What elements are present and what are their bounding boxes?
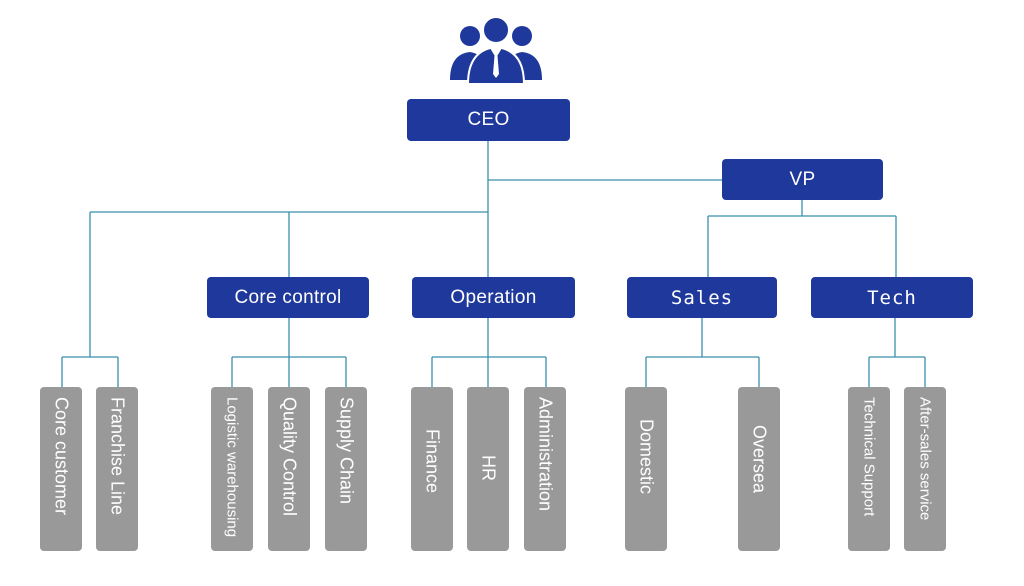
leaf-label: Core customer	[51, 397, 72, 516]
tech-label: Tech	[867, 286, 917, 309]
vp-label: VP	[789, 168, 816, 190]
leaf-domestic: Domestic	[625, 387, 667, 551]
leaf-finance: Finance	[411, 387, 453, 551]
leaf-label: Oversea	[749, 425, 770, 494]
leaf-label: Franchise Line	[107, 397, 128, 516]
leaf-label: Quality Control	[279, 397, 300, 517]
sales-node: Sales	[627, 277, 777, 318]
vp-node: VP	[722, 159, 883, 200]
leaf-label: Technical Support	[860, 397, 878, 517]
operation-node: Operation	[412, 277, 575, 318]
leaf-franchise-line: Franchise Line	[96, 387, 138, 551]
leaf-administration: Administration	[524, 387, 566, 551]
leaf-after-sales-service: After-sales service	[904, 387, 946, 551]
leaf-technical-support: Technical Support	[848, 387, 890, 551]
leaf-oversea: Oversea	[738, 387, 780, 551]
leaf-quality-control: Quality Control	[268, 387, 310, 551]
operation-label: Operation	[450, 286, 537, 308]
team-people-icon	[450, 16, 542, 85]
leaf-hr: HR	[467, 387, 509, 551]
leaf-supply-chain: Supply Chain	[325, 387, 367, 551]
leaf-label: Finance	[422, 429, 443, 494]
leaf-label: Domestic	[636, 419, 657, 495]
ceo-node: CEO	[407, 99, 570, 141]
leaf-logistic-warehousing: Logistic warehousing	[211, 387, 253, 551]
leaf-label: Supply Chain	[336, 397, 357, 505]
tech-node: Tech	[811, 277, 973, 318]
ceo-label: CEO	[467, 109, 510, 130]
sales-label: Sales	[670, 286, 734, 309]
leaf-core-customer: Core customer	[40, 387, 82, 551]
leaf-label: Administration	[535, 397, 556, 512]
leaf-label: HR	[478, 455, 499, 481]
core-control-label: Core control	[234, 286, 342, 308]
leaf-label: Logistic warehousing	[223, 397, 241, 538]
leaf-label: After-sales service	[916, 397, 934, 521]
core-control-node: Core control	[207, 277, 369, 318]
